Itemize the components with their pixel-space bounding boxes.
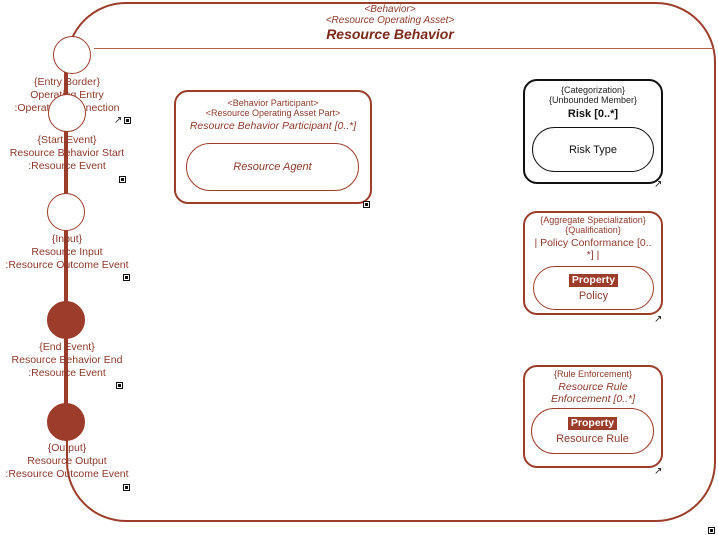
end-event-name: Resource Behavior End (11, 354, 123, 366)
rule-title-line2: Enforcement [0..*] (550, 393, 636, 405)
participant-stereotype-2: <Resource Operating Asset Part> (205, 108, 341, 118)
expand-icon[interactable] (363, 201, 370, 208)
link-arrow-icon[interactable]: ↗ (114, 115, 123, 126)
input-port[interactable] (47, 193, 85, 231)
resource-agent-label: Resource Agent (233, 161, 312, 173)
risk-type-node[interactable]: Risk Type (532, 127, 654, 172)
entry-border-kind: {Entry Border} (34, 76, 100, 88)
output-port[interactable] (47, 403, 85, 441)
policy-header: {Aggregate Specialization} {Qualificatio… (523, 215, 663, 261)
risk-unbounded-member: {Unbounded Member} (548, 95, 638, 105)
input-kind: {Input} (51, 233, 83, 245)
policy-title-line2: *] | (586, 249, 600, 261)
risk-title: Risk [0..*] (567, 108, 619, 120)
risk-categorization: {Categorization} (560, 85, 626, 95)
expand-icon[interactable] (124, 117, 131, 124)
risk-header: {Categorization} {Unbounded Member} Risk… (523, 85, 663, 120)
port-connector-line (64, 55, 68, 435)
header-stereotype-asset: <Resource Operating Asset> (325, 15, 455, 26)
start-event-port[interactable] (48, 94, 86, 132)
header-divider (94, 48, 714, 49)
end-event-label: {End Event} Resource Behavior End :Resou… (0, 341, 134, 380)
page-title: Resource Behavior (326, 26, 454, 42)
policy-node[interactable]: Property Policy (533, 266, 654, 310)
entry-border-port[interactable] (53, 36, 91, 74)
rule-title-line1: Resource Rule (558, 381, 628, 393)
policy-qualification: {Qualification} (565, 225, 621, 235)
header-stereotype-behavior: <Behavior> (364, 4, 416, 15)
expand-icon[interactable] (116, 382, 123, 389)
start-event-label: {Start Event} Resource Behavior Start :R… (0, 134, 134, 173)
policy-label: Policy (578, 290, 609, 302)
participant-stereotype-1: <Behavior Participant> (227, 98, 319, 108)
resource-rule-node[interactable]: Property Resource Rule (531, 408, 654, 454)
link-arrow-icon[interactable]: ↗ (654, 179, 663, 190)
participant-title: Resource Behavior Participant [0..*] (189, 120, 357, 132)
expand-icon[interactable] (123, 484, 130, 491)
property-badge: Property (567, 417, 618, 430)
link-arrow-icon[interactable]: ↗ (654, 466, 663, 477)
input-name: Resource Input (31, 246, 103, 258)
rule-header: {Rule Enforcement} Resource Rule Enforce… (523, 369, 663, 405)
behavior-header: <Behavior> <Resource Operating Asset> Re… (200, 4, 580, 42)
input-label: {Input} Resource Input :Resource Outcome… (0, 233, 134, 272)
risk-type-label: Risk Type (568, 143, 618, 156)
policy-aggregate-specialization: {Aggregate Specialization} (540, 215, 646, 225)
link-arrow-icon[interactable]: ↗ (654, 314, 663, 325)
output-kind: {Output} (47, 442, 87, 454)
expand-icon[interactable] (119, 176, 126, 183)
resource-agent-node[interactable]: Resource Agent (186, 143, 359, 191)
property-badge: Property (568, 274, 619, 287)
expand-icon[interactable] (123, 274, 130, 281)
participant-header: <Behavior Participant> <Resource Operati… (174, 98, 372, 132)
start-event-type: :Resource Event (28, 160, 106, 172)
rule-enforcement-kind: {Rule Enforcement} (553, 369, 633, 379)
policy-title-line1: | Policy Conformance [0.. (534, 237, 652, 249)
output-name: Resource Output (27, 455, 107, 467)
output-type: :Resource Outcome Event (5, 468, 129, 480)
output-label: {Output} Resource Output :Resource Outco… (0, 442, 134, 481)
end-event-type: :Resource Event (28, 367, 106, 379)
resource-rule-label: Resource Rule (556, 433, 629, 445)
expand-icon[interactable] (708, 527, 715, 534)
end-event-port[interactable] (47, 301, 85, 339)
input-type: :Resource Outcome Event (5, 259, 129, 271)
end-event-kind: {End Event} (39, 341, 95, 353)
start-event-name: Resource Behavior Start (9, 147, 125, 159)
start-event-kind: {Start Event} (37, 134, 97, 146)
